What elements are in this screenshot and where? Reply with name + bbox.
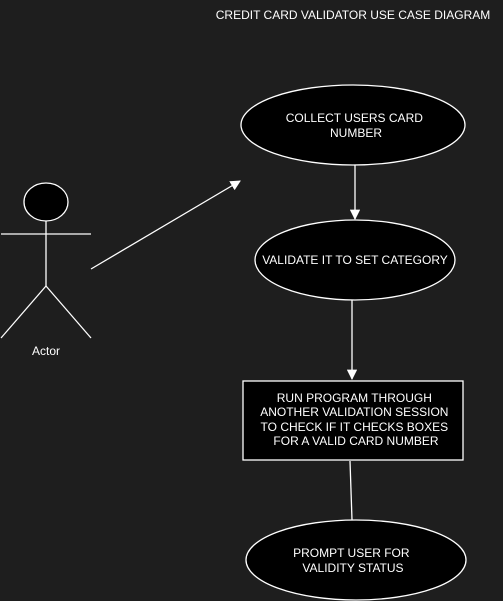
use-case-prompt-shape [245, 519, 467, 601]
use-case-validate[interactable]: VALIDATE IT TO SET CATEGORY [254, 219, 456, 301]
actor-label: Actor [32, 344, 60, 358]
use-case-collect-shape [240, 84, 466, 166]
actor-head [23, 182, 69, 222]
use-case-validate-label: VALIDATE IT TO SET CATEGORY [262, 253, 448, 267]
run-to-prompt-line[interactable] [349, 460, 353, 521]
use-case-prompt-label: PROMPT USER FOR VALIDITY STATUS [293, 546, 413, 575]
process-run-program-label: RUN PROGRAM THROUGH ANOTHER VALIDATION S… [260, 391, 452, 448]
actor-to-collect-arrow[interactable] [90, 180, 241, 270]
actor-left-leg [0, 285, 47, 339]
process-run-program-shape [242, 380, 464, 461]
use-case-prompt[interactable]: PROMPT USER FOR VALIDITY STATUS [245, 519, 467, 601]
use-case-collect[interactable]: COLLECT USERS CARD NUMBER [240, 84, 466, 166]
use-case-collect-label: COLLECT USERS CARD NUMBER [286, 111, 427, 140]
diagram-title: CREDIT CARD VALIDATOR USE CASE DIAGRAM [216, 8, 491, 22]
process-run-program[interactable]: RUN PROGRAM THROUGH ANOTHER VALIDATION S… [242, 380, 464, 461]
actor-figure[interactable] [0, 182, 92, 339]
use-case-validate-shape [254, 219, 456, 301]
actor-right-leg [45, 285, 92, 339]
